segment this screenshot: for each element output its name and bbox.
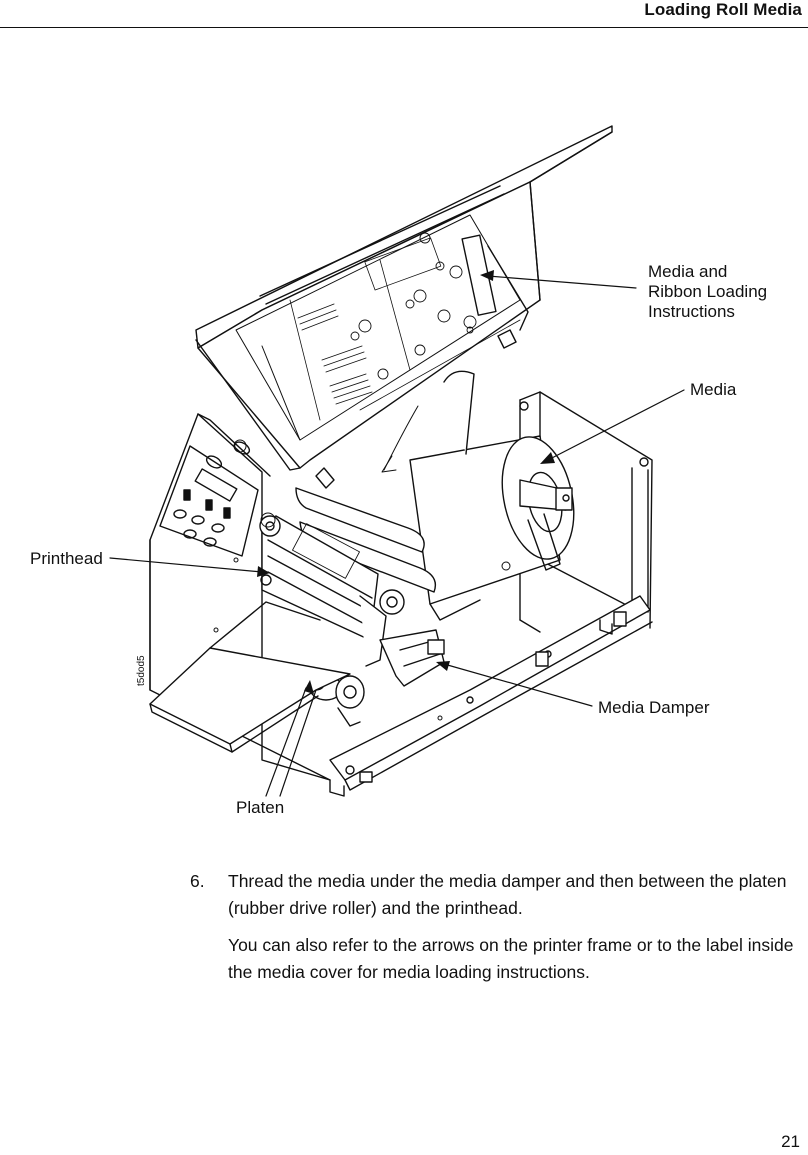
figure-id: t5dod5 (136, 655, 147, 686)
step-number: 6. (190, 871, 205, 891)
media-roll (409, 370, 575, 621)
printer-figure: Media and Ribbon Loading Instructions Me… (0, 30, 808, 840)
printer-illustration (109, 125, 685, 797)
callout-media-damper: Media Damper (598, 698, 710, 717)
callout-media-ribbon-instructions: Media and Ribbon Loading Instructions (648, 262, 768, 321)
frame-details (213, 405, 511, 721)
media-strip (149, 601, 351, 753)
header-rule (0, 27, 808, 28)
callout-printhead: Printhead (30, 549, 103, 568)
callout-platen: Platen (236, 798, 285, 817)
instruction-icons (297, 232, 477, 405)
step-text: Thread the media under the media damper … (228, 871, 787, 918)
media-cover (195, 125, 613, 471)
page-header-title: Loading Roll Media (644, 0, 802, 19)
leader-lines (109, 270, 685, 797)
page-number: 21 (781, 1132, 800, 1151)
step-note: You can also refer to the arrows on the … (228, 935, 794, 982)
control-panel (159, 441, 259, 557)
print-mechanism (259, 467, 437, 667)
callout-media: Media (690, 380, 737, 399)
media-damper (379, 629, 445, 687)
